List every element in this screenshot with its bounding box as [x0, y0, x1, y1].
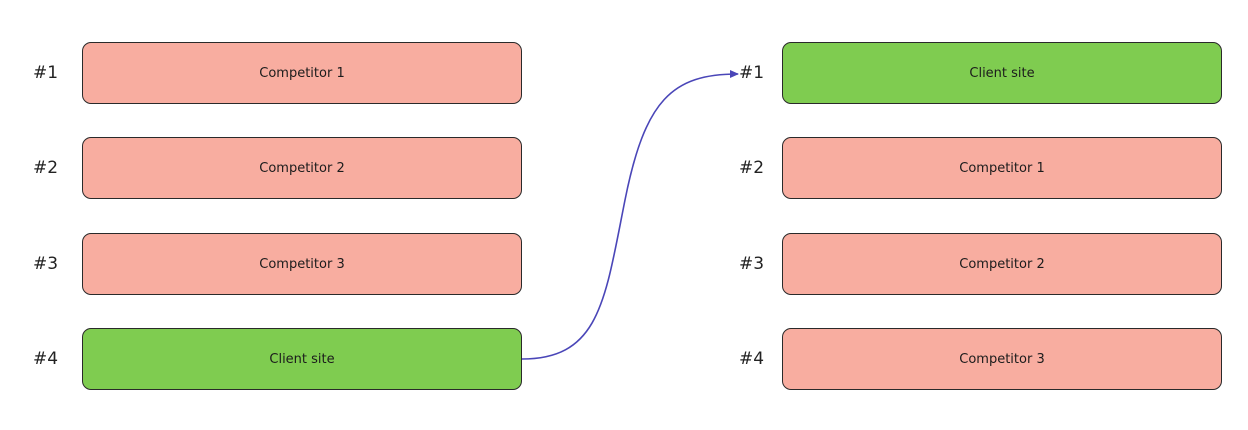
after-row-1: #1 Client site: [700, 42, 1248, 106]
competitor-box: Competitor 1: [782, 137, 1222, 199]
after-ranking-list: #1 Client site #2 Competitor 1 #3 Compet…: [700, 0, 1248, 430]
rank-label: #2: [739, 158, 765, 178]
competitor-box: Competitor 1: [82, 42, 522, 104]
client-site-box: Client site: [782, 42, 1222, 104]
after-row-2: #2 Competitor 1: [700, 137, 1248, 201]
rank-label: #4: [739, 349, 765, 369]
rank-label: #1: [739, 63, 765, 83]
before-row-4: #4 Client site: [0, 328, 600, 392]
rank-label: #4: [33, 349, 59, 369]
competitor-box: Competitor 3: [82, 233, 522, 295]
competitor-box: Competitor 3: [782, 328, 1222, 390]
rank-label: #1: [33, 63, 59, 83]
rank-label: #3: [33, 254, 59, 274]
competitor-box: Competitor 2: [82, 137, 522, 199]
rank-label: #2: [33, 158, 59, 178]
before-row-3: #3 Competitor 3: [0, 233, 600, 297]
after-row-3: #3 Competitor 2: [700, 233, 1248, 297]
rank-label: #3: [739, 254, 765, 274]
after-row-4: #4 Competitor 3: [700, 328, 1248, 392]
before-ranking-list: #1 Competitor 1 #2 Competitor 2 #3 Compe…: [0, 0, 600, 430]
competitor-box: Competitor 2: [782, 233, 1222, 295]
client-site-box: Client site: [82, 328, 522, 390]
before-row-1: #1 Competitor 1: [0, 42, 600, 106]
before-row-2: #2 Competitor 2: [0, 137, 600, 201]
